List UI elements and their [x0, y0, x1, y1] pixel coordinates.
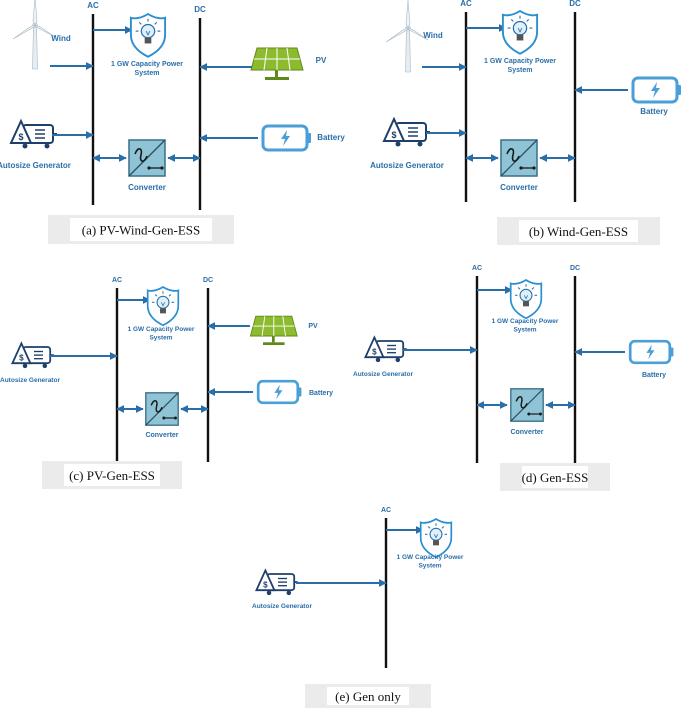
caption-inner — [327, 687, 409, 705]
load-label-line1: 1 GW Capacity Power — [492, 318, 559, 325]
converter-label: Converter — [145, 432, 178, 439]
dc-bus-label: DC — [194, 5, 206, 14]
ac-bus-label: AC — [472, 265, 482, 272]
battery-icon — [628, 339, 674, 365]
ac-bus-label: AC — [87, 1, 99, 10]
battery-label: Battery — [640, 107, 668, 116]
svg-text:$: $ — [19, 354, 24, 363]
converter-label: Converter — [510, 429, 543, 436]
converter-icon — [500, 139, 538, 177]
generator-icon: $ — [382, 116, 430, 147]
generator-icon: $ — [255, 568, 298, 596]
generator-label: Autosize Generator — [353, 371, 413, 378]
load-label-line2: System — [135, 70, 160, 77]
generator-label: Autosize Generator — [252, 603, 312, 610]
load-label-line2: System — [149, 335, 172, 342]
converter-icon — [145, 392, 179, 426]
wind-turbine-icon — [385, 0, 429, 73]
bulb-shield-icon — [509, 278, 543, 320]
panel-caption: (e) Gen only — [335, 689, 401, 704]
dc-bus-label: DC — [203, 277, 213, 284]
load-label-line2: System — [513, 327, 536, 334]
converter-icon — [510, 388, 544, 422]
svg-text:$: $ — [18, 132, 23, 142]
panel-caption: (d) Gen-ESS — [522, 470, 589, 485]
bulb-shield-icon — [129, 12, 167, 58]
panel-caption: (a) PV-Wind-Gen-ESS — [82, 223, 201, 238]
generator-icon: $ — [364, 335, 407, 363]
generator-icon: $ — [11, 341, 54, 369]
battery-icon — [631, 76, 681, 104]
wind-label: Wind — [51, 34, 71, 43]
generator-label: Autosize Generator — [0, 377, 60, 384]
pv-label: PV — [316, 56, 327, 65]
solar-panel-icon — [250, 47, 304, 80]
load-label-line1: 1 GW Capacity Power — [111, 61, 183, 68]
svg-text:$: $ — [391, 130, 396, 140]
panel-caption: (b) Wind-Gen-ESS — [529, 224, 628, 239]
battery-label: Battery — [317, 133, 345, 142]
generator-label: Autosize Generator — [370, 161, 444, 170]
panel-caption: (c) PV-Gen-ESS — [69, 468, 155, 483]
ac-bus-label: AC — [460, 0, 472, 8]
converter-label: Converter — [500, 183, 538, 192]
ac-bus-label: AC — [381, 507, 391, 514]
svg-text:$: $ — [263, 581, 268, 590]
battery-icon — [256, 379, 302, 405]
converter-icon — [128, 139, 166, 177]
generator-label: Autosize Generator — [0, 161, 71, 170]
bulb-shield-icon — [146, 285, 180, 327]
caption-inner — [519, 220, 638, 242]
svg-text:$: $ — [372, 348, 377, 357]
converter-label: Converter — [128, 183, 166, 192]
dc-bus-label: DC — [569, 0, 581, 8]
pv-label: PV — [308, 323, 318, 330]
load-label-line1: 1 GW Capacity Power — [397, 554, 464, 561]
load-label-line1: 1 GW Capacity Power — [484, 58, 556, 65]
dc-bus-label: DC — [570, 265, 580, 272]
load-label-line1: 1 GW Capacity Power — [128, 326, 195, 333]
wind-turbine-icon — [12, 0, 56, 70]
caption-inner — [522, 466, 588, 488]
battery-icon — [261, 124, 311, 152]
panel-b: AC DC Wind 1 GW Capacity PowerSystemBattery… — [370, 0, 681, 245]
ac-bus-label: AC — [112, 277, 122, 284]
generator-icon: $ — [9, 118, 57, 149]
battery-label: Battery — [642, 372, 666, 379]
bulb-shield-icon — [501, 9, 539, 55]
load-label-line2: System — [418, 563, 441, 570]
load-label-line2: System — [508, 67, 533, 74]
bulb-shield-icon — [419, 517, 453, 559]
caption-inner — [64, 464, 160, 486]
solar-panel-icon — [249, 315, 298, 345]
battery-label: Battery — [309, 390, 333, 397]
wind-label: Wind — [423, 31, 443, 40]
caption-inner — [70, 218, 212, 241]
